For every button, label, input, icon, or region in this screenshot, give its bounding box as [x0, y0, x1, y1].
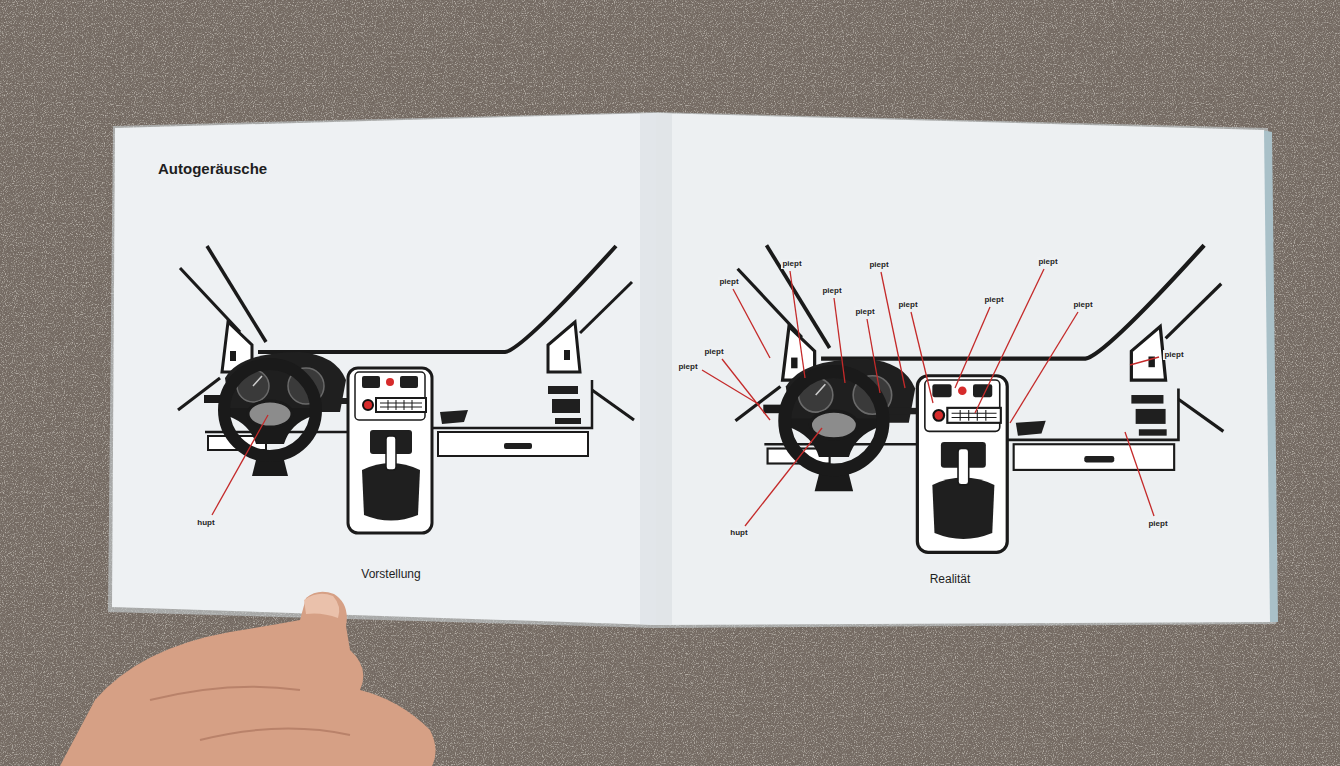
label-piept: piept	[781, 259, 802, 268]
label-piept: piept	[677, 362, 698, 371]
label-hupt: hupt	[196, 518, 215, 527]
label-hupt: hupt	[729, 528, 748, 537]
label-piept: piept	[868, 260, 889, 269]
page-caption: Realität	[929, 573, 972, 587]
page-title: Autogeräusche	[157, 160, 268, 177]
label-piept: piept	[1147, 519, 1168, 528]
label-piept: piept	[897, 300, 918, 309]
label-piept: piept	[854, 307, 875, 316]
label-piept: piept	[703, 347, 724, 356]
label-piept: piept	[821, 286, 842, 295]
label-piept: piept	[718, 277, 739, 286]
page-caption: Vorstellung	[360, 568, 421, 582]
label-piept: piept	[983, 295, 1004, 304]
label-piept: piept	[1037, 257, 1058, 266]
label-piept: piept	[1163, 350, 1184, 359]
label-piept: piept	[1072, 300, 1093, 309]
